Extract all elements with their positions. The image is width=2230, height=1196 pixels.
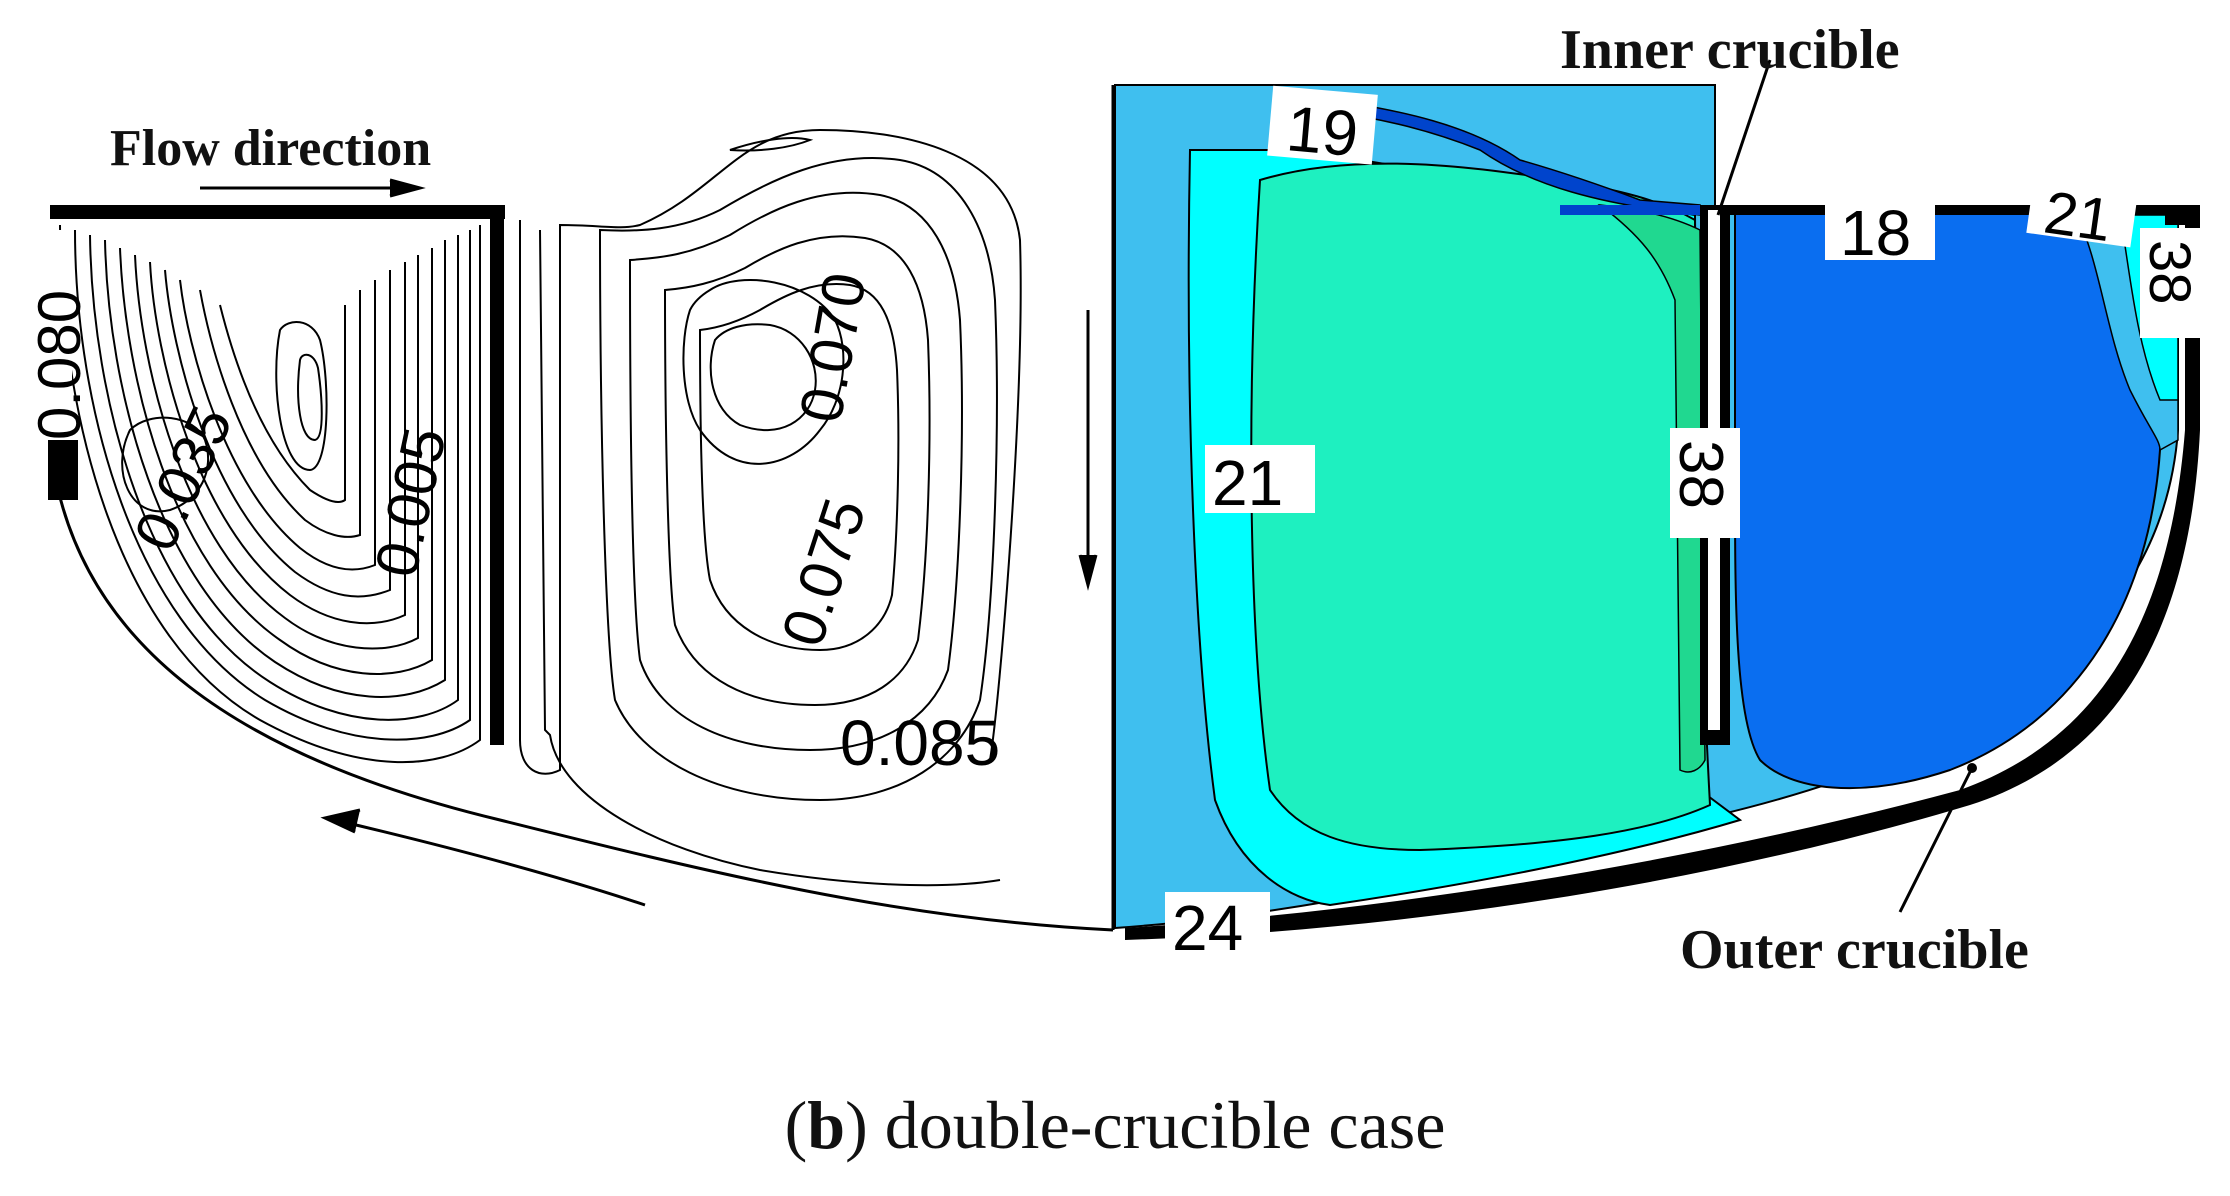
flow-arrows [200,178,1098,907]
bottom-arrow-shaft [334,818,646,907]
concentration-field [1111,84,2200,940]
surface-cap-right [1730,205,2170,215]
conc-label-38-right: 38 [2137,240,2202,305]
outer-crucible-pointer-dot [1967,763,1977,773]
conc-label-19: 19 [1284,92,1361,170]
surface-cap-left [1560,205,1700,215]
concentration-labels: 19 18 21 38 21 38 24 [1165,85,2202,964]
bottom-arrow-head [320,808,361,834]
inner-crucible-pointer [1716,59,1772,216]
caption-letter: b [807,1087,845,1163]
conc-label-21-left: 21 [1212,447,1283,519]
outer-crucible-top-right [2165,205,2200,225]
caption-text: double-crucible case [885,1087,1446,1163]
figure-caption: (b) double-crucible case [785,1087,1446,1163]
green-core [1250,162,1712,852]
stream-labels: 0.080 0.035 0.005 0.070 0.075 0.085 [20,230,1000,779]
stream-label-075: 0.075 [769,491,879,655]
conc-label-24: 24 [1172,892,1243,964]
left-wall-block [48,440,78,500]
left-inner-wall [490,205,504,745]
cell-two-streamlines [519,128,1022,887]
conc-label-21-top: 21 [2040,179,2115,255]
outer-crucible-label: Outer crucible [1680,919,2029,981]
top-arrow-head [389,178,426,198]
down-arrow-head [1078,554,1098,591]
conc-label-18: 18 [1840,197,1911,269]
stream-label-085: 0.085 [840,707,1000,779]
left-outer-boundary [48,439,1114,932]
green-near-wall [1597,203,1706,773]
top-small-vortex [729,137,814,152]
stream-label-035: 0.035 [121,396,245,560]
conc-label-38-wall: 38 [1666,440,1735,509]
left-top-wall [50,205,505,219]
cell-one-streamlines [59,224,481,764]
flow-direction-label: Flow direction [110,120,431,177]
stream-label-080: 0.080 [26,290,93,440]
inner-crucible-label: Inner crucible [1560,19,1900,81]
stream-function-field [48,128,1114,932]
outer-crucible-pointer [1898,771,1972,913]
